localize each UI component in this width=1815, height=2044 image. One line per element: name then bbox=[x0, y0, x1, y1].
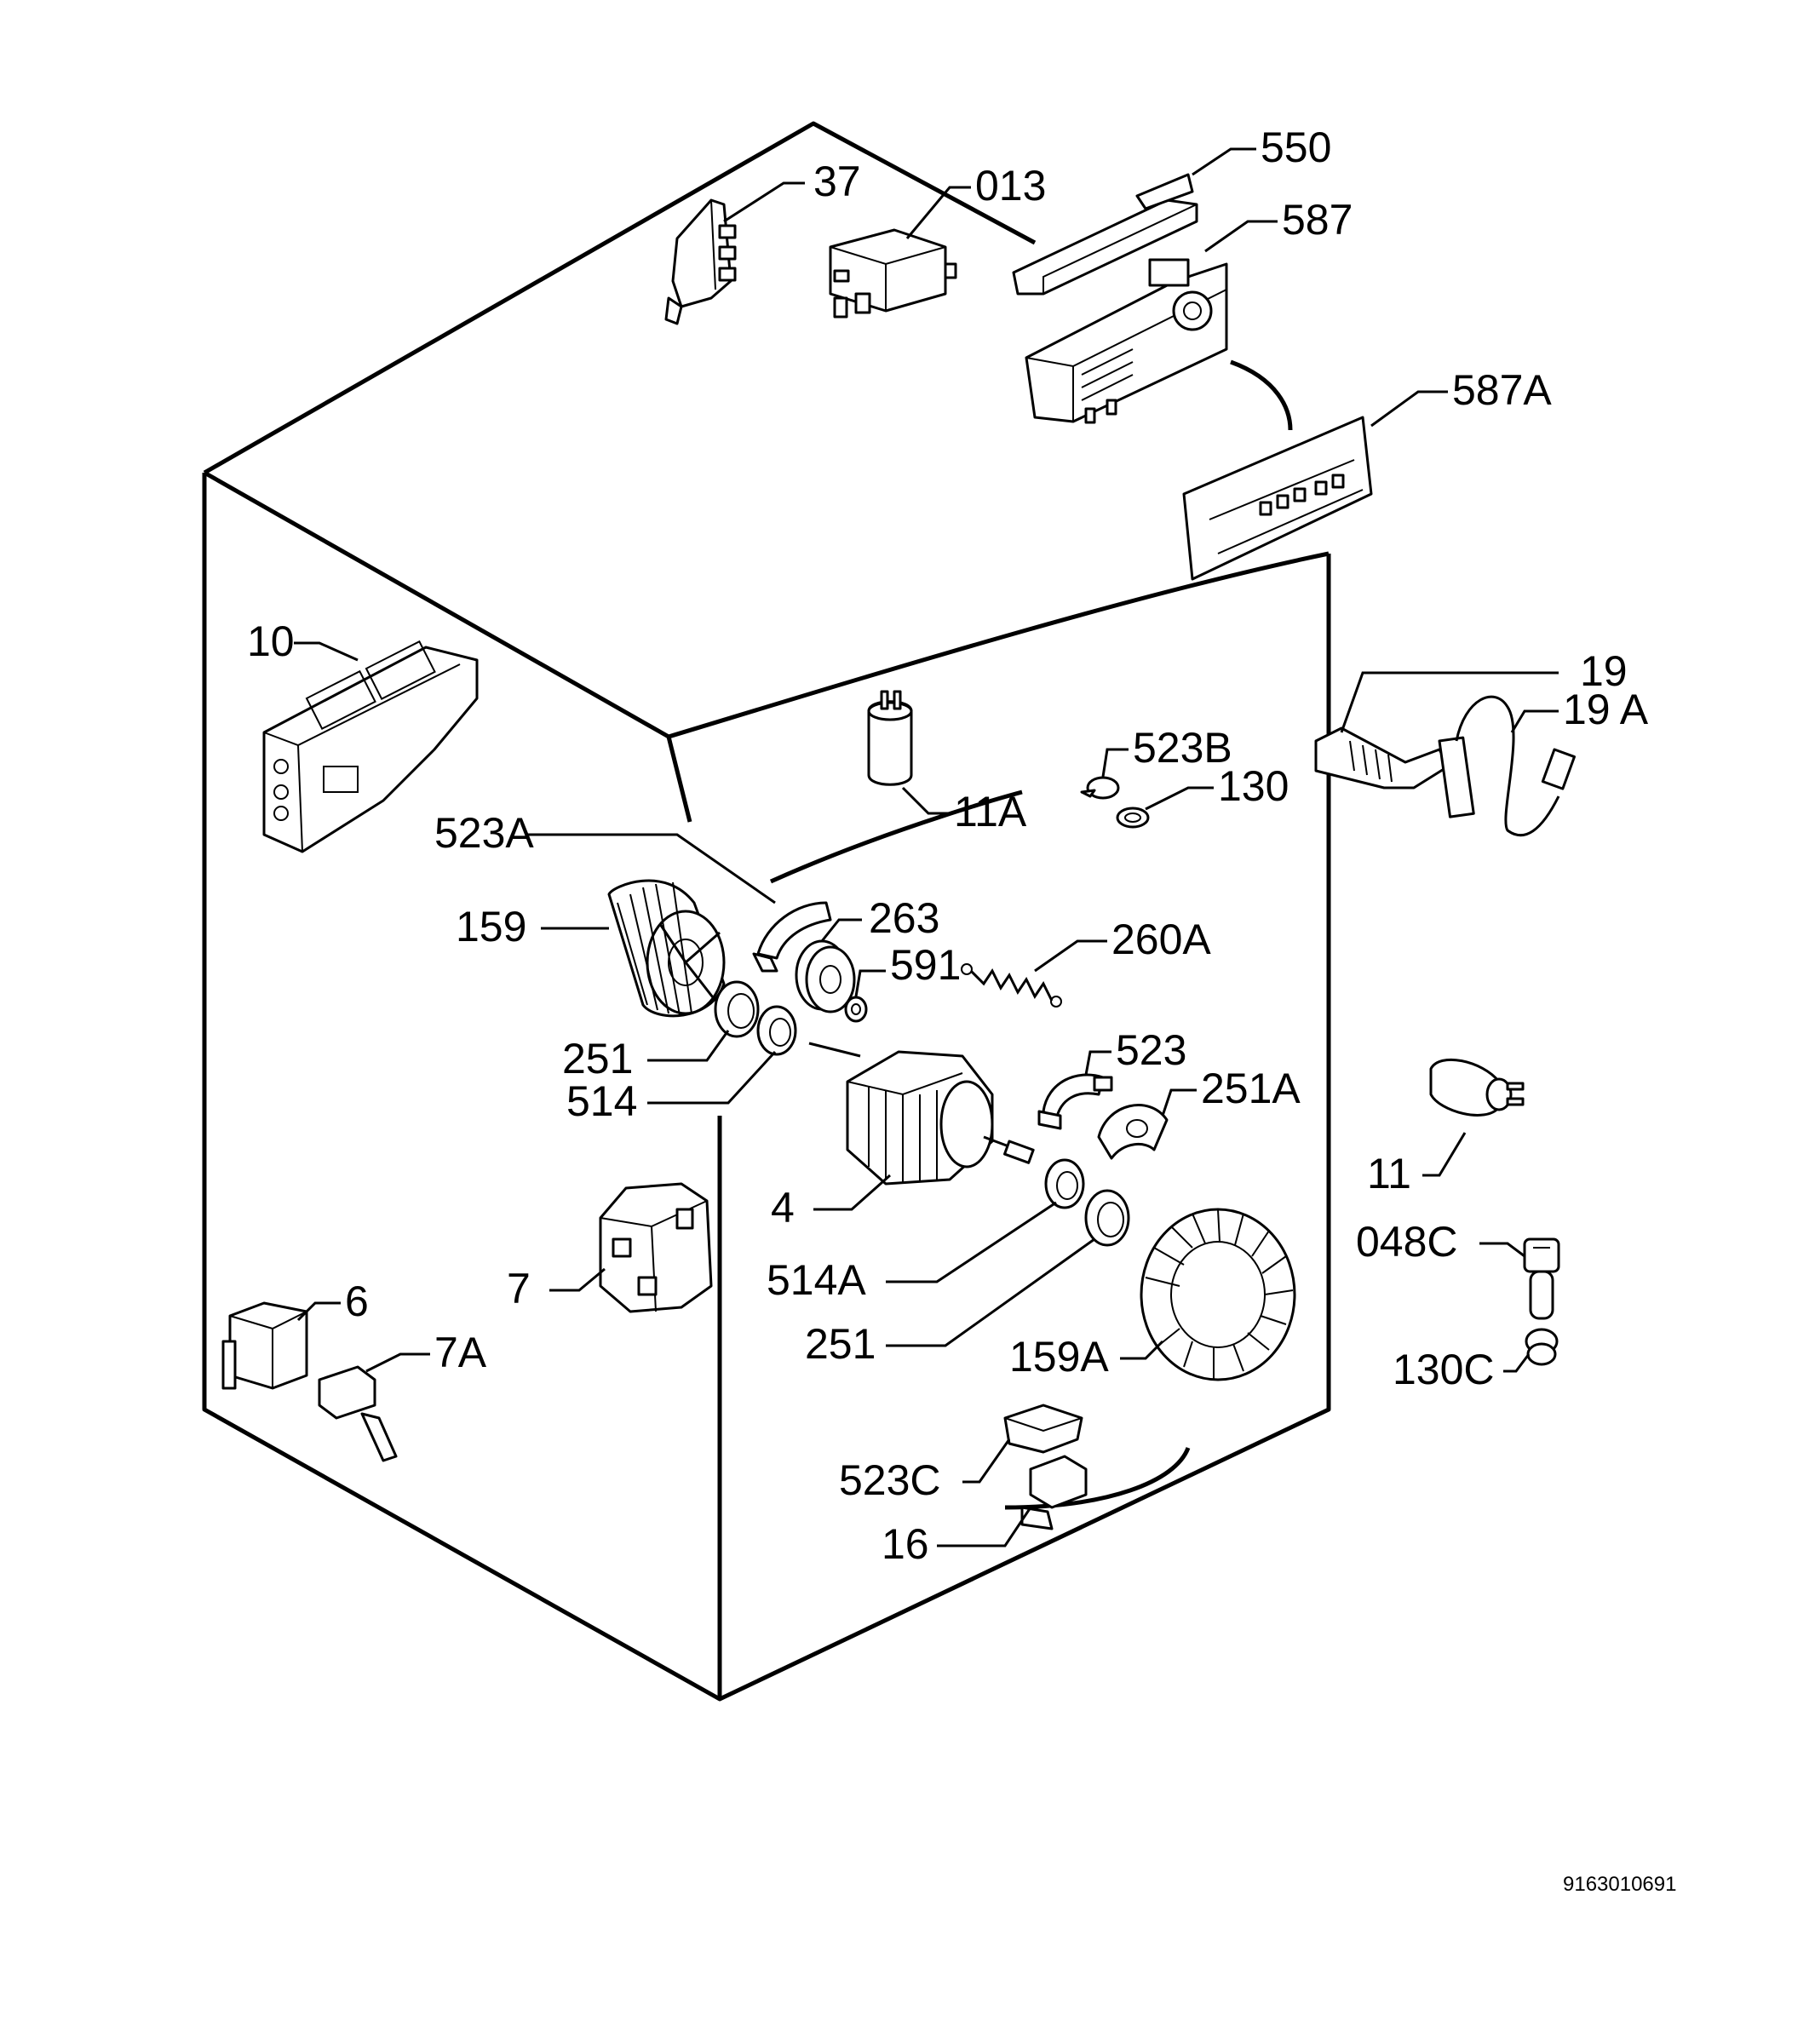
label-523B: 523B bbox=[1133, 724, 1232, 772]
part-11-capacitor bbox=[1429, 1058, 1525, 1117]
label-550: 550 bbox=[1261, 123, 1331, 171]
label-6: 6 bbox=[345, 1278, 369, 1325]
label-16: 16 bbox=[882, 1520, 929, 1568]
label-514: 514 bbox=[566, 1077, 637, 1125]
label-19A: 19 A bbox=[1563, 686, 1649, 733]
label-130: 130 bbox=[1218, 762, 1289, 810]
label-37: 37 bbox=[813, 158, 861, 205]
part-523A-clamp bbox=[752, 901, 832, 973]
part-159A-fan bbox=[1140, 1208, 1296, 1381]
part-523B-clamp bbox=[1080, 776, 1120, 800]
part-587-module bbox=[1025, 258, 1228, 424]
part-19A-wire bbox=[1455, 695, 1576, 837]
part-263-pulley bbox=[795, 939, 856, 1013]
part-19-sensor bbox=[1314, 726, 1475, 818]
label-7A: 7A bbox=[434, 1329, 487, 1376]
part-523C-bracket bbox=[1003, 1404, 1083, 1454]
label-11A: 11A bbox=[954, 788, 1027, 835]
label-251-front: 251 bbox=[805, 1320, 876, 1368]
label-523C: 523C bbox=[839, 1456, 941, 1504]
part-10-heater bbox=[262, 640, 479, 853]
part-591-washer bbox=[844, 996, 868, 1023]
part-523-clamp bbox=[1037, 1073, 1113, 1130]
leader-lines bbox=[294, 147, 1559, 1547]
part-6-solenoid bbox=[221, 1301, 308, 1390]
part-159-fan bbox=[607, 879, 726, 1018]
label-7: 7 bbox=[507, 1265, 531, 1312]
part-251A-housing bbox=[1097, 1104, 1169, 1160]
label-587: 587 bbox=[1282, 196, 1353, 244]
part-514-ring-rear bbox=[756, 1005, 797, 1056]
label-587A: 587A bbox=[1452, 366, 1552, 414]
part-4-motor bbox=[808, 1042, 1035, 1186]
part-labels: 550 37 013 587 587A 10 19 19 A 523B 130 … bbox=[247, 123, 1649, 1568]
label-048C: 048C bbox=[1356, 1218, 1458, 1266]
label-514A: 514A bbox=[767, 1256, 866, 1304]
part-514A-ring bbox=[1044, 1158, 1085, 1209]
label-591: 591 bbox=[890, 941, 961, 989]
part-251-bearing-front bbox=[1084, 1189, 1130, 1247]
document-number: 9163010691 bbox=[1563, 1873, 1676, 1896]
part-130-clip bbox=[1116, 807, 1150, 829]
part-7A-switch bbox=[318, 1365, 398, 1462]
part-260A-spring bbox=[961, 963, 1062, 1008]
label-251-rear: 251 bbox=[562, 1035, 633, 1082]
label-260A: 260A bbox=[1111, 916, 1211, 963]
part-16-switch bbox=[1020, 1455, 1088, 1530]
label-4: 4 bbox=[771, 1184, 795, 1232]
part-37-bracket bbox=[664, 198, 737, 325]
part-11A-capacitor bbox=[867, 690, 913, 786]
part-130C-grommet bbox=[1525, 1328, 1559, 1366]
label-11: 11 bbox=[1367, 1150, 1411, 1197]
label-263: 263 bbox=[869, 894, 939, 942]
cabinet-outline bbox=[202, 121, 1331, 1702]
label-130C: 130C bbox=[1393, 1346, 1495, 1393]
part-587A-board bbox=[1182, 416, 1373, 581]
label-10: 10 bbox=[247, 617, 295, 665]
label-159A: 159A bbox=[1009, 1333, 1109, 1381]
label-013: 013 bbox=[975, 162, 1046, 210]
label-523A: 523A bbox=[434, 809, 534, 857]
label-523: 523 bbox=[1116, 1026, 1186, 1074]
part-550-cover bbox=[1012, 173, 1198, 296]
label-19: 19 bbox=[1580, 647, 1628, 695]
part-251-bearing-rear bbox=[714, 980, 760, 1038]
part-048C-sensor bbox=[1523, 1237, 1560, 1320]
part-013-relay bbox=[829, 228, 957, 319]
part-7-door-lock bbox=[599, 1182, 713, 1313]
label-159: 159 bbox=[456, 903, 526, 950]
label-251A: 251A bbox=[1201, 1065, 1301, 1112]
